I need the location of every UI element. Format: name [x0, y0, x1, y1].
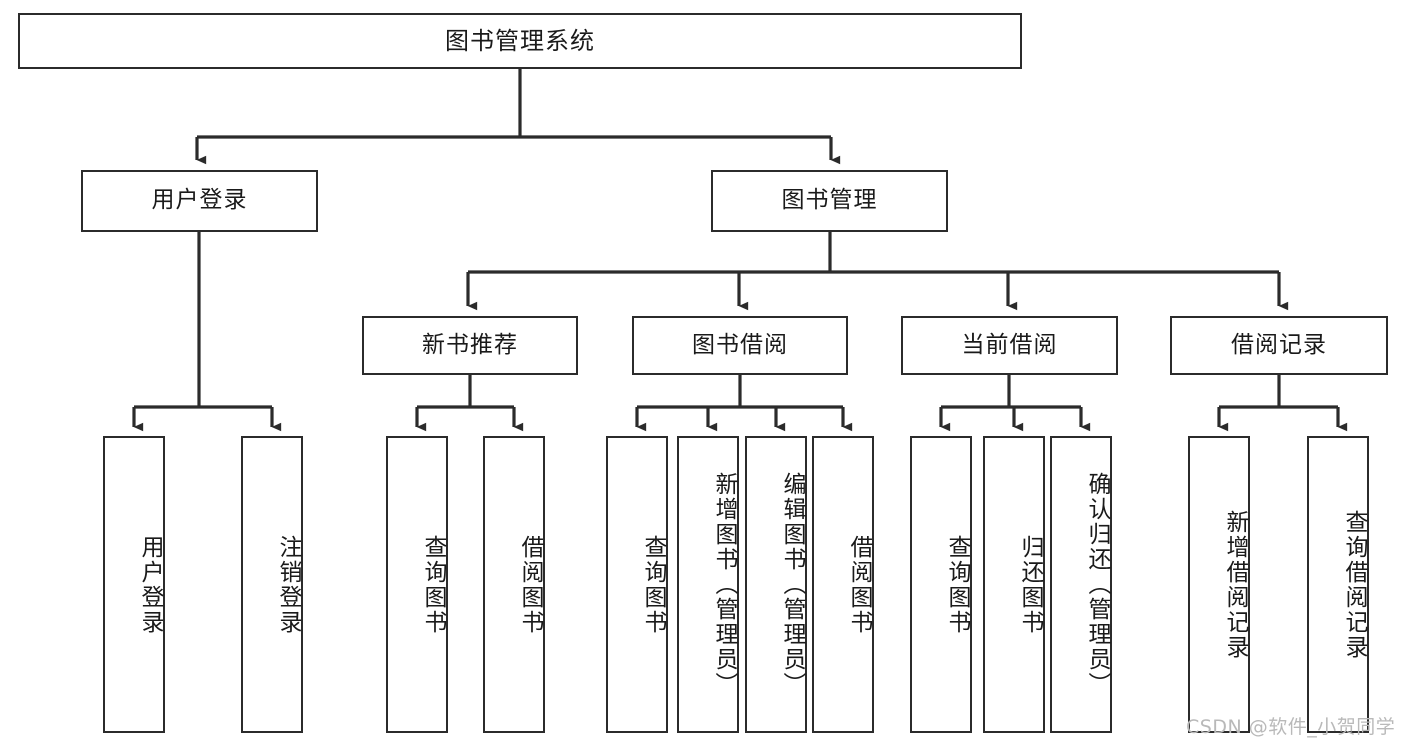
node-root-label: 图书管理系统: [445, 26, 595, 55]
leaf-return-book[interactable]: 归还图书: [983, 436, 1045, 733]
node-current-borrow[interactable]: 当前借阅: [901, 316, 1118, 375]
node-root[interactable]: 图书管理系统: [18, 13, 1022, 69]
node-user-login-label: 用户登录: [151, 187, 248, 214]
leaf-add-record[interactable]: 新增借阅记录: [1188, 436, 1250, 733]
node-user-login[interactable]: 用户登录: [81, 170, 318, 232]
node-new-book-recommend[interactable]: 新书推荐: [362, 316, 578, 375]
watermark-text: CSDN @软件_小贺同学: [1186, 716, 1396, 738]
node-current-borrow-label: 当前借阅: [961, 331, 1058, 358]
node-book-manage-label: 图书管理: [781, 187, 878, 214]
leaf-user-login-label: 用户登录: [137, 534, 163, 635]
leaf-edit-book-label: 编辑图书（管理员）: [779, 472, 805, 697]
leaf-query-book-borrow-label: 查询图书: [640, 534, 666, 635]
node-borrow-records-label: 借阅记录: [1231, 331, 1327, 358]
leaf-borrow-book-label: 借阅图书: [846, 534, 872, 635]
leaf-confirm-return[interactable]: 确认归还（管理员）: [1050, 436, 1112, 733]
node-book-borrow-label: 图书借阅: [692, 331, 788, 358]
leaf-borrow-book-rec-label: 借阅图书: [517, 534, 543, 635]
leaf-query-book-borrow[interactable]: 查询图书: [606, 436, 668, 733]
leaf-borrow-book[interactable]: 借阅图书: [812, 436, 874, 733]
leaf-query-book-cur-label: 查询图书: [944, 534, 970, 635]
leaf-add-book-label: 新增图书（管理员）: [711, 472, 737, 697]
leaf-user-logout[interactable]: 注销登录: [241, 436, 303, 733]
node-book-manage[interactable]: 图书管理: [711, 170, 948, 232]
leaf-query-book-rec[interactable]: 查询图书: [386, 436, 448, 733]
leaf-user-login[interactable]: 用户登录: [103, 436, 165, 733]
leaf-add-book[interactable]: 新增图书（管理员）: [677, 436, 739, 733]
node-new-book-recommend-label: 新书推荐: [422, 331, 518, 358]
leaf-confirm-return-label: 确认归还（管理员）: [1084, 472, 1110, 697]
node-book-borrow[interactable]: 图书借阅: [632, 316, 848, 375]
node-borrow-records[interactable]: 借阅记录: [1170, 316, 1388, 375]
leaf-query-book-rec-label: 查询图书: [420, 534, 446, 635]
leaf-query-record-label: 查询借阅记录: [1341, 509, 1367, 660]
leaf-edit-book[interactable]: 编辑图书（管理员）: [745, 436, 807, 733]
leaf-query-book-cur[interactable]: 查询图书: [910, 436, 972, 733]
leaf-return-book-label: 归还图书: [1017, 534, 1043, 635]
leaf-add-record-label: 新增借阅记录: [1222, 509, 1248, 660]
leaf-query-record[interactable]: 查询借阅记录: [1307, 436, 1369, 733]
leaf-user-logout-label: 注销登录: [275, 534, 301, 635]
leaf-borrow-book-rec[interactable]: 借阅图书: [483, 436, 545, 733]
